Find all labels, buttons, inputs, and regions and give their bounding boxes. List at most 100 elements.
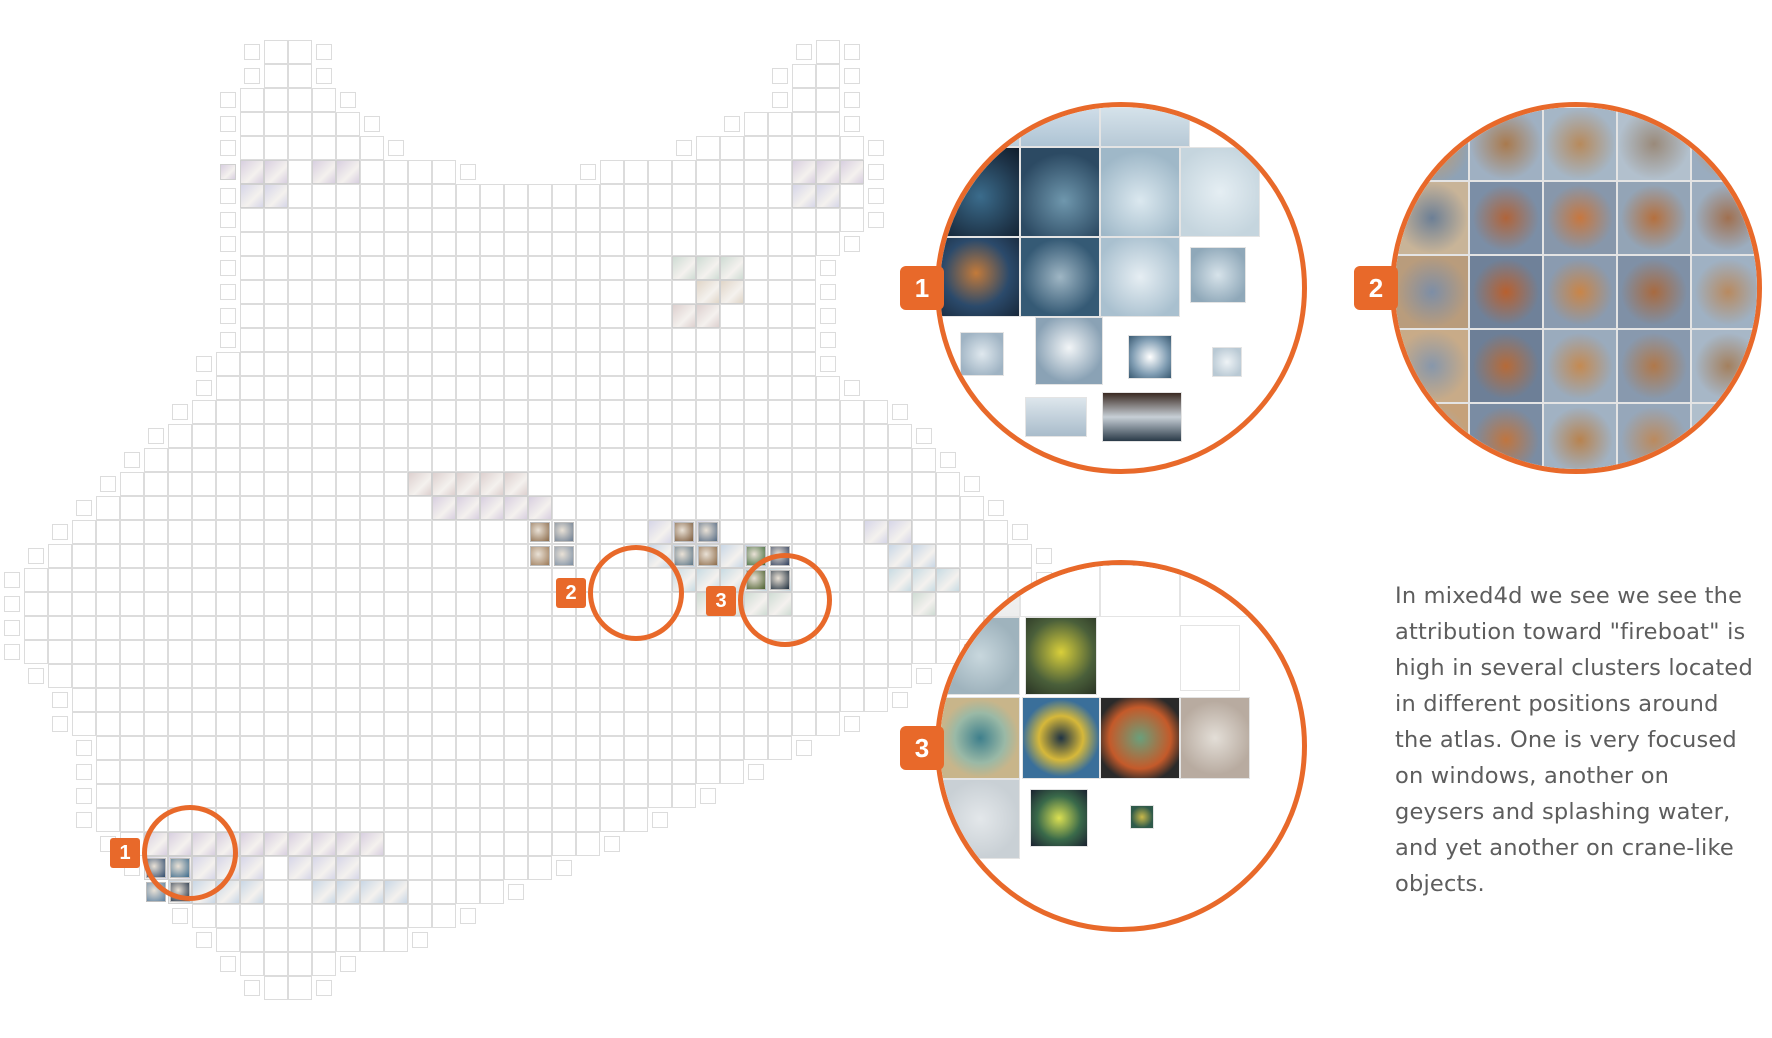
atlas-cell xyxy=(816,520,840,544)
atlas-cell xyxy=(384,160,408,184)
zoom-tile xyxy=(1180,697,1250,779)
atlas-cell xyxy=(624,208,648,232)
atlas-cell xyxy=(456,880,480,904)
atlas-cell xyxy=(220,236,236,252)
atlas-cell xyxy=(192,544,216,568)
atlas-cell xyxy=(552,328,576,352)
atlas-cell xyxy=(600,784,624,808)
atlas-cell xyxy=(552,664,576,688)
atlas-cell xyxy=(720,616,744,640)
atlas-cell xyxy=(744,280,768,304)
atlas-cell xyxy=(792,208,816,232)
atlas-cell xyxy=(720,256,744,280)
zoom-tile xyxy=(1617,255,1691,329)
atlas-cell xyxy=(216,712,240,736)
caption-text: In mixed4d we see we see the attribution… xyxy=(1395,583,1753,897)
atlas-cell xyxy=(820,356,836,372)
atlas-cell xyxy=(576,520,600,544)
atlas-cell xyxy=(624,280,648,304)
atlas-cell xyxy=(792,376,816,400)
atlas-cell xyxy=(504,256,528,280)
atlas-cell xyxy=(480,352,504,376)
atlas-cell xyxy=(624,352,648,376)
atlas-cell xyxy=(312,448,336,472)
atlas-cell xyxy=(168,568,192,592)
atlas-cell xyxy=(408,712,432,736)
atlas-cell xyxy=(388,140,404,156)
atlas-cell xyxy=(48,544,72,568)
atlas-cell xyxy=(600,376,624,400)
atlas-cell xyxy=(720,328,744,352)
atlas-cell xyxy=(600,520,624,544)
zoom-tile xyxy=(1100,565,1180,617)
atlas-cell xyxy=(720,184,744,208)
atlas-cell xyxy=(216,520,240,544)
atlas-cell xyxy=(360,136,384,160)
atlas-cell xyxy=(624,256,648,280)
atlas-cell xyxy=(456,640,480,664)
atlas-cell xyxy=(868,212,884,228)
atlas-cell xyxy=(264,784,288,808)
atlas-cell xyxy=(432,352,456,376)
atlas-cell xyxy=(504,784,528,808)
atlas-cell xyxy=(432,184,456,208)
atlas-cell xyxy=(724,116,740,132)
atlas-cell xyxy=(360,472,384,496)
atlas-cell xyxy=(408,208,432,232)
atlas-cell xyxy=(552,832,576,856)
atlas-cell xyxy=(120,760,144,784)
atlas-cell xyxy=(792,424,816,448)
atlas-cell xyxy=(168,712,192,736)
atlas-cell xyxy=(720,520,744,544)
atlas-highlight-ring-1[interactable] xyxy=(142,805,238,901)
atlas-cell xyxy=(744,136,768,160)
atlas-cell xyxy=(288,400,312,424)
atlas-cell xyxy=(288,280,312,304)
atlas-cell xyxy=(264,928,288,952)
atlas-cell xyxy=(144,544,168,568)
atlas-cell xyxy=(312,280,336,304)
atlas-highlight-ring-2[interactable] xyxy=(588,545,684,641)
atlas-cell xyxy=(816,712,840,736)
atlas-cell xyxy=(312,664,336,688)
atlas-cell xyxy=(456,784,480,808)
atlas-cell xyxy=(648,424,672,448)
atlas-cell xyxy=(240,424,264,448)
atlas-cell xyxy=(624,424,648,448)
atlas-cell xyxy=(696,136,720,160)
atlas-thumbnail xyxy=(674,522,694,542)
atlas-cell xyxy=(408,328,432,352)
atlas-cell xyxy=(480,472,504,496)
atlas-cell xyxy=(816,544,840,568)
atlas-cell xyxy=(48,664,72,688)
atlas-cell xyxy=(480,880,504,904)
atlas-cell xyxy=(768,280,792,304)
atlas-cell xyxy=(504,328,528,352)
atlas-cell xyxy=(192,712,216,736)
atlas-cell xyxy=(240,904,264,928)
atlas-cell xyxy=(720,712,744,736)
atlas-cell xyxy=(624,472,648,496)
atlas-cell xyxy=(624,640,648,664)
zoom-tile xyxy=(1190,247,1246,303)
atlas-cell xyxy=(120,688,144,712)
atlas-cell xyxy=(312,208,336,232)
zoom-tile xyxy=(1100,147,1180,237)
atlas-cell xyxy=(360,304,384,328)
zoom-tile xyxy=(1691,255,1757,329)
atlas-cell xyxy=(576,664,600,688)
zoom-tile xyxy=(1022,697,1100,779)
atlas-cell xyxy=(120,736,144,760)
zoom-tile xyxy=(1617,403,1691,469)
atlas-cell xyxy=(240,448,264,472)
atlas-cell xyxy=(240,328,264,352)
atlas-cell xyxy=(240,760,264,784)
atlas-cell xyxy=(576,736,600,760)
atlas-cell xyxy=(504,640,528,664)
atlas-cell xyxy=(240,280,264,304)
atlas-cell xyxy=(720,208,744,232)
atlas-cell xyxy=(408,832,432,856)
atlas-cell xyxy=(744,232,768,256)
atlas-cell xyxy=(672,328,696,352)
atlas-highlight-ring-3[interactable] xyxy=(738,553,832,647)
